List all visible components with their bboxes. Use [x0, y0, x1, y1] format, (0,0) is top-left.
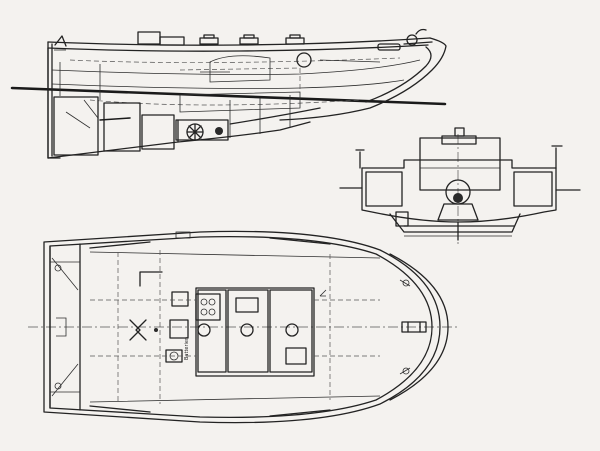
- cross-section-view: [339, 127, 581, 244]
- section-deckhouse: [419, 137, 501, 191]
- port-rail: [89, 405, 151, 413]
- hatch-cover-3: [269, 289, 313, 373]
- mid-compartment-grid: [103, 102, 141, 152]
- engine-outline: [179, 91, 301, 113]
- deck-plan-hull-outline: [43, 230, 441, 424]
- starboard-rail: [89, 241, 151, 249]
- hull-keel-line: [47, 47, 311, 159]
- side-elevation: [10, 28, 447, 159]
- batteries-label: Batterien: [184, 337, 190, 360]
- stern-transom: [47, 41, 53, 159]
- control-console: [195, 293, 221, 321]
- hatch-3: [285, 37, 305, 45]
- hatch-cover-1: [197, 289, 227, 373]
- bow-windlass: [377, 43, 401, 51]
- stern-compartment-grid: [53, 96, 99, 156]
- bulwark-top: [47, 44, 429, 52]
- fore-compartment-grid: [141, 114, 175, 150]
- deck-plan-view: Batterien: [28, 230, 460, 424]
- bow-bitt: [401, 321, 427, 333]
- deckhouse: [195, 287, 315, 377]
- wheelhouse-box: [137, 31, 161, 45]
- hatch-cover-2: [227, 289, 269, 373]
- hatch-1: [199, 37, 219, 45]
- deck-sheer-line: [47, 37, 431, 46]
- bow-stem: [279, 37, 447, 121]
- hatch-2: [239, 37, 259, 45]
- bow-fitting: [406, 34, 418, 46]
- waterline: [10, 86, 447, 106]
